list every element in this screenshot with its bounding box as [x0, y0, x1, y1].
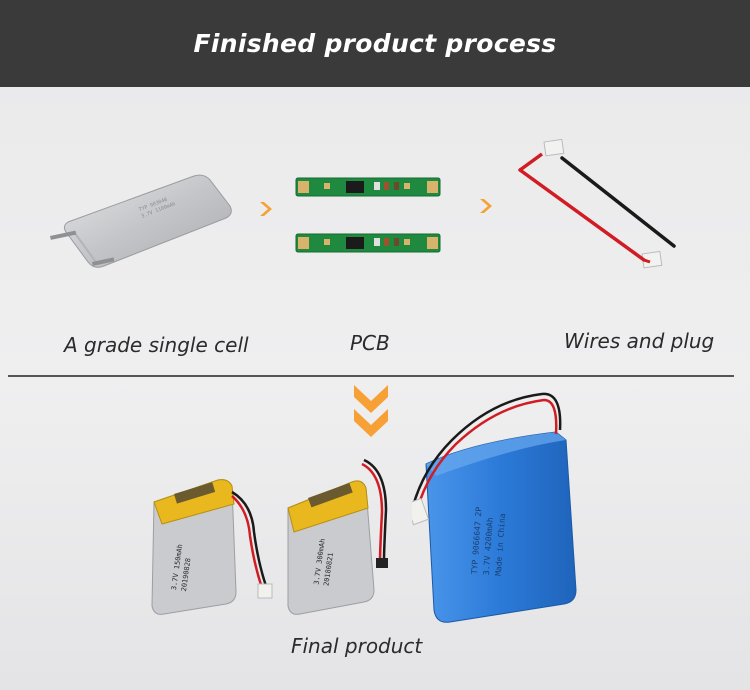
chevron-right-icon — [478, 197, 494, 215]
caption-wires-plug: Wires and plug — [564, 329, 715, 353]
wires-plug-image — [514, 136, 680, 282]
final-battery-small-1: 3.7V 150mAh 20190828 — [140, 452, 290, 622]
chevron-right-icon — [258, 200, 274, 218]
caption-final-product: Final product — [291, 634, 423, 658]
double-chevron-down-icon — [352, 381, 390, 441]
single-cell-image: TYP 903048 3.7V 1100mAh — [44, 170, 244, 280]
svg-text:3.7V 4200mAh: 3.7V 4200mAh — [482, 517, 495, 575]
header-bar: Finished product process — [0, 0, 750, 87]
pcb-image — [294, 175, 444, 260]
page-title: Finished product process — [193, 29, 557, 58]
svg-text:Made in China: Made in China — [494, 513, 507, 576]
final-battery-small-2: 3.7V 300mAh 20180821 — [278, 450, 428, 620]
section-divider — [8, 375, 734, 377]
caption-pcb: PCB — [350, 331, 390, 355]
caption-single-cell: A grade single cell — [64, 333, 249, 357]
final-battery-pack: TYP 9066647 2P 3.7V 4200mAh Made in Chin… — [412, 390, 592, 630]
